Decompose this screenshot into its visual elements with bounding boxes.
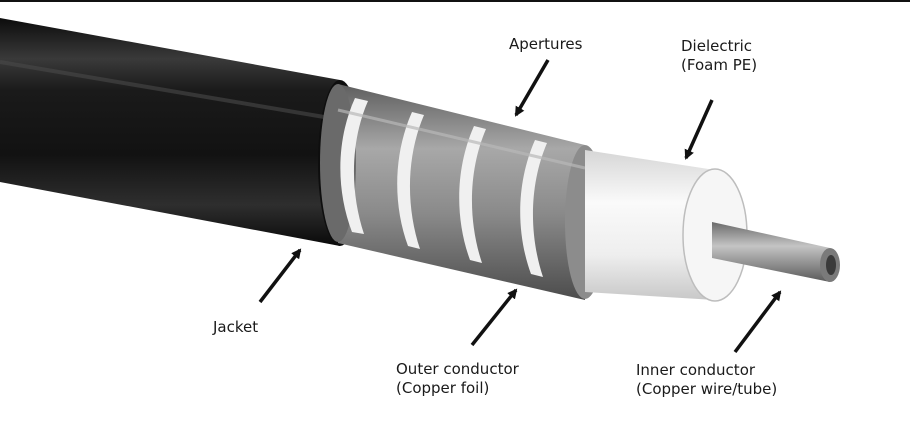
apertures-arrow <box>514 59 550 117</box>
label-jacket: Jacket <box>213 318 259 336</box>
jacket-section <box>0 18 362 246</box>
top-border-line <box>0 0 910 2</box>
outer-conductor-section <box>320 84 605 300</box>
aperture-slot <box>340 98 368 234</box>
label-inner-conductor: Inner conductor (Copper wire/tube) <box>636 361 778 398</box>
inner-conductor-section <box>712 222 840 282</box>
outer-conductor-band <box>337 108 586 170</box>
dielectric-section <box>585 150 748 302</box>
aperture-slot <box>520 140 547 277</box>
aperture-slot <box>397 112 424 249</box>
jacket-body <box>0 18 340 246</box>
jacket-arrow <box>258 248 302 304</box>
dielectric-body <box>585 150 715 300</box>
aperture-slot <box>459 126 486 263</box>
label-dielectric: Dielectric (Foam PE) <box>681 37 758 74</box>
inner-conductor-body <box>712 222 830 282</box>
outer-conductor-arrow <box>470 288 518 347</box>
label-apertures: Apertures <box>509 35 583 53</box>
leader-arrows <box>258 59 782 354</box>
dielectric-arrow <box>684 99 714 160</box>
inner-conductor-arrow <box>733 290 782 354</box>
jacket-highlight <box>0 60 331 120</box>
inner-conductor-bore <box>826 255 836 275</box>
label-outer-conductor: Outer conductor (Copper foil) <box>396 360 519 397</box>
